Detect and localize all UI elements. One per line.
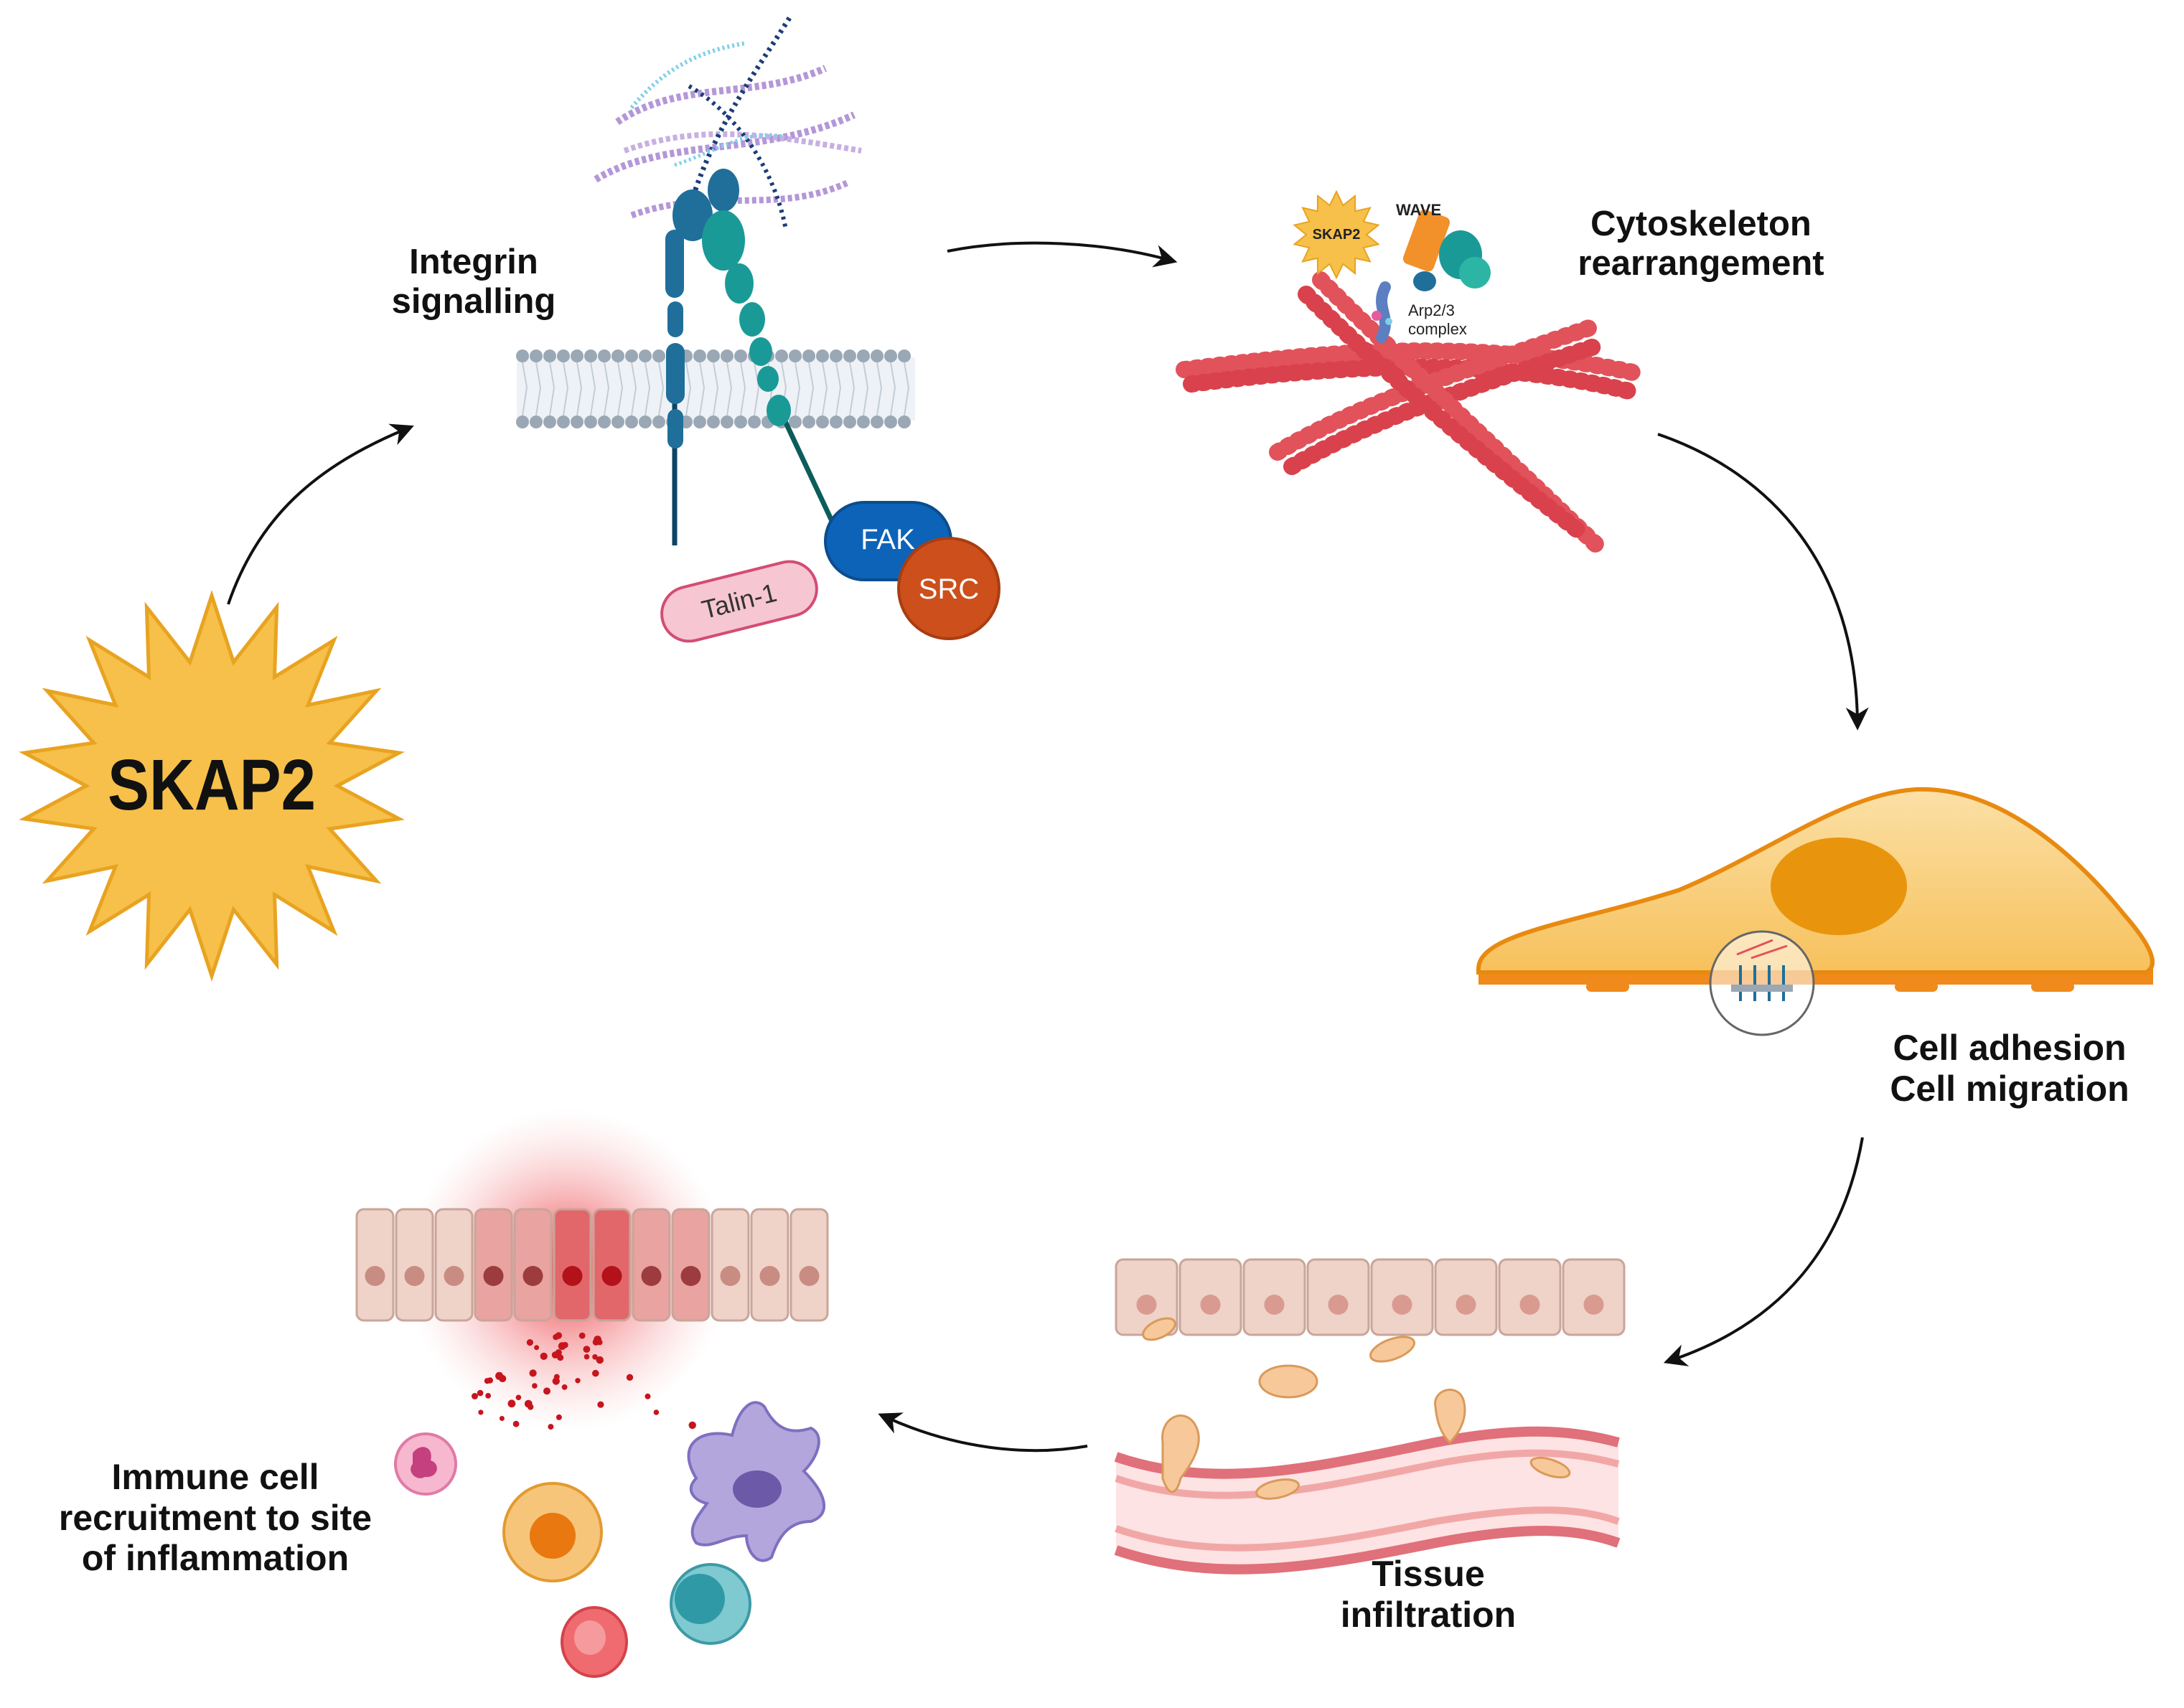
infiltrating-leukocytes-icon [1142,1317,1571,1500]
actin-filaments-icon [1176,271,1645,554]
arrow-skap2-to-integrin [227,423,414,605]
skap2-small-star-icon: SKAP2 [1293,189,1380,280]
macrophage-icon [502,1482,603,1582]
cell-membrane-icon [516,349,915,428]
svg-text:SKAP2: SKAP2 [1313,227,1361,243]
src-protein-icon: SRC [897,537,1000,640]
wave-complex-icon: WAVE Arp2/3 complex [1372,201,1491,343]
lymphocyte-icon [670,1563,751,1645]
wave-label: WAVE [1396,201,1441,219]
skap2-star-label: SKAP2 [108,745,316,825]
cycle-arrows [227,241,1869,1453]
svg-text:SRC: SRC [919,573,979,605]
immune-cells-icon [394,1401,825,1678]
arrow-cell-to-infiltration [1663,1137,1864,1366]
svg-text:FAK: FAK [861,524,915,555]
epithelium-icon [1115,1258,1626,1336]
skap2-star-icon: SKAP2 [19,589,405,982]
red-blood-cell-icon [561,1606,628,1678]
nucleus-icon [1771,837,1907,935]
migrating-cell-icon [1476,787,2155,1036]
ecm-fibers-icon [594,17,862,238]
arrow-integrin-to-cytoskeleton [947,241,1178,268]
arrow-cytoskeleton-to-cell [1657,433,1869,731]
arp-label-line1: Arp2/3 [1408,301,1455,319]
neutrophil-icon [394,1432,457,1496]
blood-vessel-icon [1114,1426,1621,1575]
inflamed-epithelium-icon [355,1208,829,1322]
arp-label-line2: complex [1408,320,1467,338]
inflammation-dots-icon [472,1332,696,1430]
arrow-infiltration-to-immune [878,1412,1088,1453]
dendritic-cell-icon [687,1401,825,1562]
talin-protein-icon: Talin-1 [660,560,818,643]
